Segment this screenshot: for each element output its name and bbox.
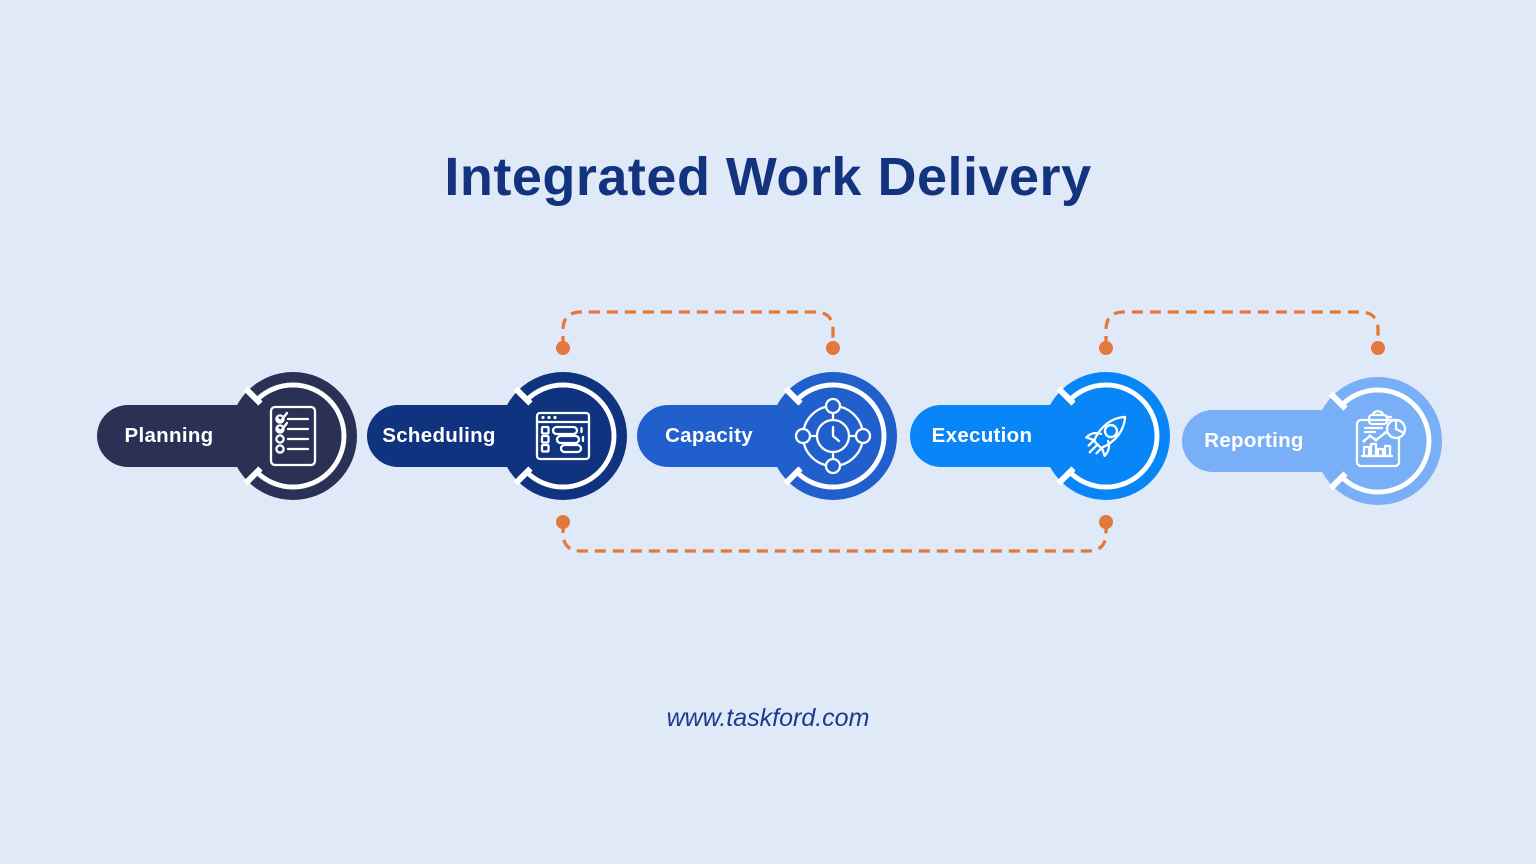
stage-label-capacity: Capacity xyxy=(665,424,753,447)
stage-ring-gap xyxy=(255,382,347,490)
stage-label-execution: Execution xyxy=(931,424,1033,447)
connector-dot xyxy=(1099,341,1113,355)
stage-notch xyxy=(1328,471,1348,491)
stage-inner-circle xyxy=(1329,392,1427,490)
stage-capacity-graphic xyxy=(637,372,897,500)
stage-label-planning: Planning xyxy=(124,424,214,447)
connector-execution-reporting xyxy=(1099,310,1385,355)
stage-notch xyxy=(1328,391,1348,411)
stage-ring-gap xyxy=(1068,382,1160,490)
connector-dot xyxy=(1371,341,1385,355)
connector-line xyxy=(561,310,835,347)
report-chart-icon xyxy=(1355,410,1407,468)
stage-notch xyxy=(783,466,803,486)
connector-dot xyxy=(826,341,840,355)
stage-execution-graphic xyxy=(910,372,1170,500)
connector-line xyxy=(561,522,1108,553)
stage-notch xyxy=(513,466,533,486)
stage-reporting-graphic xyxy=(1182,377,1442,505)
stage-scheduling: Scheduling xyxy=(365,361,645,511)
stage-execution: Execution xyxy=(908,361,1188,511)
rocket-icon xyxy=(1085,415,1127,457)
capacity-clock-icon xyxy=(794,397,872,475)
stage-label-reporting: Reporting xyxy=(1204,429,1304,452)
connector-line xyxy=(1104,310,1380,347)
stage-notch xyxy=(243,386,263,406)
stage-notch xyxy=(513,386,533,406)
stage-notch xyxy=(1056,386,1076,406)
stage-notch xyxy=(243,466,263,486)
stage-reporting: Reporting xyxy=(1180,366,1460,516)
stage-notch xyxy=(1056,466,1076,486)
task-board-icon xyxy=(535,411,591,461)
stage-planning: Planning xyxy=(95,361,375,511)
page-title: Integrated Work Delivery xyxy=(444,147,1092,207)
stage-capacity: Capacity xyxy=(635,361,915,511)
stage-inner-circle xyxy=(244,387,342,485)
connector-dot xyxy=(556,341,570,355)
stage-label-scheduling: Scheduling xyxy=(382,424,496,447)
connector-dot xyxy=(556,515,570,529)
website-url: www.taskford.com xyxy=(666,704,870,732)
connector-scheduling-execution xyxy=(556,515,1113,553)
connector-dot xyxy=(1099,515,1113,529)
connector-scheduling-capacity xyxy=(556,310,840,355)
stage-ring-gap xyxy=(525,382,617,490)
stage-ring-gap xyxy=(1340,387,1432,495)
checklist-icon xyxy=(269,405,317,467)
stage-planning-graphic xyxy=(97,372,357,500)
stage-scheduling-graphic xyxy=(367,372,627,500)
stage-notch xyxy=(783,386,803,406)
stage-ring-gap xyxy=(795,382,887,490)
